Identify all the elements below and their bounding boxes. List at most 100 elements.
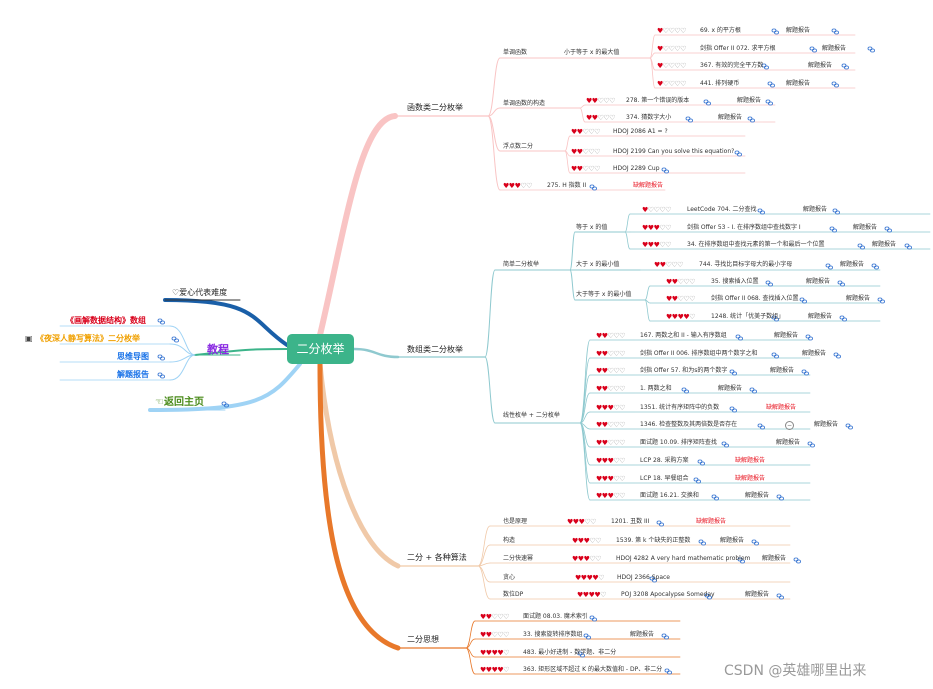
link-icon[interactable] — [829, 226, 837, 233]
link-icon[interactable] — [765, 99, 773, 106]
solution-link[interactable]: 解题报告 — [718, 385, 743, 392]
link-icon[interactable] — [757, 208, 765, 215]
link-icon[interactable] — [729, 369, 737, 376]
collapse-icon[interactable]: − — [785, 421, 794, 430]
link-icon[interactable] — [833, 352, 841, 359]
link-icon[interactable] — [656, 520, 664, 527]
link-icon[interactable] — [825, 263, 833, 270]
link-icon[interactable] — [776, 593, 784, 600]
link-icon[interactable] — [845, 423, 853, 430]
solution-link[interactable]: 解题报告 — [718, 114, 743, 121]
link-icon[interactable] — [664, 668, 672, 675]
link-icon[interactable] — [765, 280, 773, 287]
solution-link[interactable]: 解题报告 — [822, 45, 847, 52]
solution-link[interactable]: 解题报告 — [776, 439, 801, 446]
solution-link[interactable]: 解题报告 — [786, 27, 811, 34]
solution-link[interactable]: 解题报告 — [737, 97, 762, 104]
link-icon[interactable] — [649, 576, 657, 583]
central-topic[interactable]: 二分枚举 — [287, 334, 354, 364]
solution-link[interactable]: 解题报告 — [762, 555, 787, 562]
link-icon[interactable] — [793, 557, 801, 564]
link-icon[interactable] — [661, 167, 669, 174]
solution-link-missing[interactable]: 缺解题报告 — [735, 457, 766, 464]
link-icon[interactable] — [221, 401, 229, 408]
link-icon[interactable] — [809, 46, 817, 53]
link-icon[interactable] — [884, 226, 892, 233]
link-icon[interactable] — [831, 81, 839, 88]
link-icon[interactable] — [583, 633, 591, 640]
link-icon[interactable] — [681, 387, 689, 394]
link-icon[interactable] — [734, 150, 742, 157]
link-icon[interactable] — [904, 243, 912, 250]
link-icon[interactable] — [776, 494, 784, 501]
solution-link[interactable]: 解题报告 — [770, 367, 795, 374]
solution-link-missing[interactable]: 缺解题报告 — [633, 182, 664, 189]
solution-link[interactable]: 解题报告 — [808, 313, 833, 320]
link-icon[interactable] — [857, 243, 865, 250]
link-icon[interactable] — [157, 372, 165, 379]
link-icon[interactable] — [801, 369, 809, 376]
link-icon[interactable] — [877, 297, 885, 304]
link-icon[interactable] — [837, 280, 845, 287]
link-icon[interactable] — [711, 494, 719, 501]
link-icon[interactable] — [157, 354, 165, 361]
link-icon[interactable] — [767, 81, 775, 88]
solution-link[interactable]: 解题报告 — [774, 332, 799, 339]
solution-link[interactable]: 解题报告 — [814, 421, 839, 428]
link-icon[interactable] — [589, 184, 597, 191]
solution-link-missing[interactable]: 缺解题报告 — [696, 518, 727, 525]
solution-link[interactable]: 解题报告 — [745, 591, 770, 598]
link-icon[interactable] — [693, 477, 701, 484]
link-icon[interactable] — [757, 423, 765, 430]
link-icon[interactable] — [157, 318, 165, 325]
link-icon[interactable] — [807, 441, 815, 448]
link-icon[interactable] — [771, 315, 779, 322]
link-icon[interactable] — [805, 334, 813, 341]
link-icon[interactable] — [751, 539, 759, 546]
link-icon[interactable] — [871, 263, 879, 270]
link-icon[interactable] — [747, 116, 755, 123]
link-icon[interactable] — [799, 297, 807, 304]
solution-link[interactable]: 解题报告 — [846, 295, 871, 302]
link-icon[interactable] — [771, 28, 779, 35]
solution-link[interactable]: 解题报告 — [720, 537, 745, 544]
solution-link[interactable]: 解题报告 — [840, 261, 865, 268]
link-icon[interactable] — [761, 63, 769, 70]
link-icon[interactable] — [685, 116, 693, 123]
link-icon[interactable] — [831, 28, 839, 35]
solution-link[interactable]: 解题报告 — [745, 492, 770, 499]
solution-link-missing[interactable]: 缺解题报告 — [766, 404, 797, 411]
solution-link[interactable]: 解题报告 — [803, 206, 828, 213]
link-icon[interactable] — [721, 441, 729, 448]
link-icon[interactable] — [729, 406, 737, 413]
link-icon[interactable] — [589, 615, 597, 622]
tutorial-item-solutions[interactable]: 解题报告 — [117, 370, 149, 379]
link-icon[interactable] — [841, 63, 849, 70]
solution-link-missing[interactable]: 缺解题报告 — [735, 475, 766, 482]
tutorial-label[interactable]: 教程 — [207, 343, 229, 356]
solution-link[interactable]: 解题报告 — [808, 62, 833, 69]
tutorial-item-array[interactable]: 《画解数据结构》数组 — [66, 316, 146, 325]
tutorial-item-mindmap[interactable]: 思维导图 — [117, 352, 149, 361]
solution-link[interactable]: 解题报告 — [802, 350, 827, 357]
link-icon[interactable] — [867, 46, 875, 53]
solution-link[interactable]: 解题报告 — [853, 224, 878, 231]
link-icon[interactable] — [661, 633, 669, 640]
link-icon[interactable] — [771, 352, 779, 359]
solution-link[interactable]: 解题报告 — [806, 278, 831, 285]
solution-link[interactable]: 解题报告 — [630, 631, 655, 638]
link-icon[interactable] — [704, 593, 712, 600]
solution-link[interactable]: 解题报告 — [872, 241, 897, 248]
link-icon[interactable] — [698, 539, 706, 546]
link-icon[interactable] — [737, 557, 745, 564]
link-icon[interactable] — [832, 208, 840, 215]
link-icon[interactable] — [171, 336, 179, 343]
link-icon[interactable] — [697, 459, 705, 466]
link-icon[interactable] — [577, 651, 585, 658]
link-icon[interactable] — [749, 387, 757, 394]
link-icon[interactable] — [735, 334, 743, 341]
solution-link[interactable]: 解题报告 — [786, 80, 811, 87]
tutorial-item-binary[interactable]: 《夜深人静写算法》二分枚举 — [36, 334, 140, 343]
home-link[interactable]: ☜返回主页 — [155, 397, 204, 408]
link-icon[interactable] — [839, 315, 847, 322]
